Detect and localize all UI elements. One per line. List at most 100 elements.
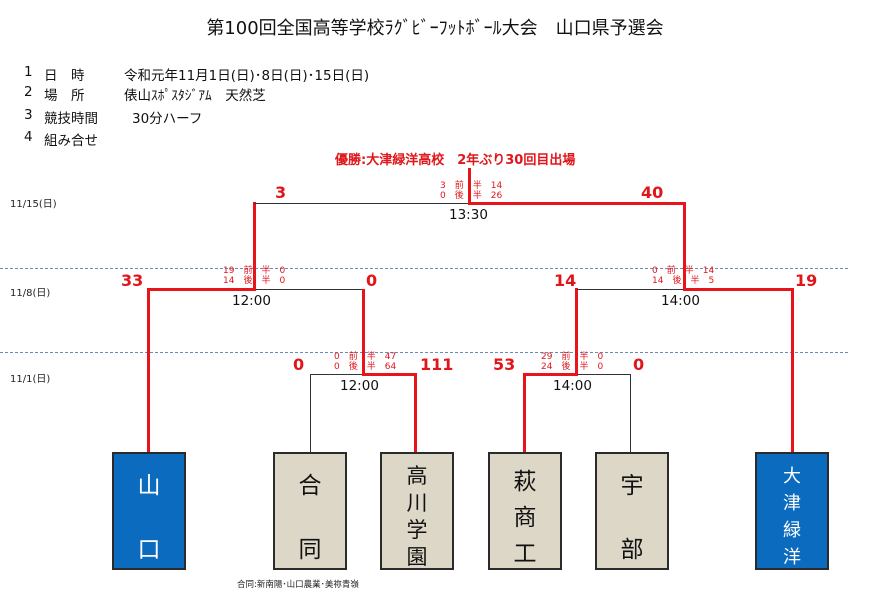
half-score: 3: [440, 181, 446, 191]
bracket-line-winner: [685, 288, 793, 291]
team-name-char: 津: [783, 493, 801, 514]
score-final-right: 40: [641, 183, 664, 202]
match-time-first-left: 12:00: [340, 378, 379, 394]
half-scores-first-left: 0 前 半 47 0 後 半 64: [334, 352, 396, 372]
score-first-right-b: 0: [633, 355, 645, 374]
half-score: 0: [440, 191, 446, 201]
team-box-yamaguchi: 山 口: [112, 452, 186, 570]
match-time-final: 13:30: [449, 207, 488, 223]
bracket-line-winner: [362, 373, 416, 376]
bracket-line: [254, 203, 470, 204]
team-name-char: 部: [620, 537, 644, 563]
bracket-line-winner: [575, 288, 578, 376]
bracket-line-winner: [523, 373, 577, 376]
score-semifinal-left-b: 0: [366, 271, 378, 290]
half-label: 後 半: [672, 276, 700, 286]
half-score: 0: [597, 362, 604, 372]
half-score: 29: [541, 352, 553, 362]
bracket-line-winner: [468, 168, 471, 205]
info-date-label: 日 時: [44, 68, 85, 84]
bracket-line-winner: [362, 289, 365, 376]
half-label: 前 半: [243, 266, 271, 276]
bracket-line: [577, 374, 630, 375]
half-score: 5: [708, 276, 715, 286]
team-name-char: 萩: [513, 469, 537, 495]
info-combo-number: 4: [24, 129, 33, 145]
round-separator: [0, 352, 848, 353]
bracket-line-winner: [414, 373, 417, 452]
half-label: 後 半: [454, 191, 482, 201]
half-scores-final: 3 前 半 14 0 後 半 26: [440, 181, 502, 201]
team-name-char: 大: [783, 466, 801, 487]
match-time-first-right: 14:00: [553, 378, 592, 394]
bracket-line-winner: [253, 202, 256, 291]
half-score: 0: [279, 266, 286, 276]
bracket-line: [577, 289, 685, 290]
team-name-char: 学: [406, 518, 428, 542]
bracket-line-winner: [147, 288, 254, 291]
info-date-number: 1: [24, 64, 33, 80]
half-label: 前 半: [454, 181, 482, 191]
info-combo-label: 組み合せ: [44, 133, 98, 149]
score-first-right-a: 53: [493, 355, 516, 374]
team-name-char: 合: [298, 473, 322, 499]
half-label: 後 半: [243, 276, 271, 286]
half-label: 前 半: [348, 352, 376, 362]
team-name-char: 口: [137, 537, 161, 563]
bracket-line-winner: [523, 373, 526, 452]
team-name-char: 高: [406, 464, 428, 488]
info-place-number: 2: [24, 84, 33, 100]
team-name-char: 商: [513, 505, 537, 531]
team-name-char: 川: [406, 491, 428, 515]
bracket-line: [254, 289, 364, 290]
match-time-semifinal-left: 12:00: [232, 293, 271, 309]
half-score: 0: [652, 266, 658, 276]
half-scores-first-right: 29 前 半 0 24 後 半 0: [541, 352, 603, 372]
info-time-number: 3: [24, 107, 33, 123]
round-date-first: 11/1(日): [10, 374, 51, 385]
score-semifinal-left-a: 33: [121, 271, 144, 290]
bracket-line-winner: [470, 202, 686, 205]
half-label: 前 半: [561, 352, 589, 362]
half-label: 後 半: [561, 362, 589, 372]
half-score: 14: [223, 276, 235, 286]
half-scores-semifinal-right: 0 前 半 14 14 後 半 5: [652, 266, 714, 286]
round-date-final: 11/15(日): [10, 199, 57, 210]
score-semifinal-right-a: 14: [554, 271, 577, 290]
half-score: 0: [597, 352, 604, 362]
bracket-line: [310, 374, 364, 375]
bracket-line: [310, 374, 311, 452]
joint-team-note: 合同:新南陽･山口農業･美祢青嶺: [237, 580, 359, 590]
score-semifinal-right-b: 19: [795, 271, 818, 290]
team-box-ube: 宇 部: [595, 452, 669, 570]
half-label: 前 半: [666, 266, 694, 276]
team-name-char: 同: [298, 537, 322, 563]
half-label: 後 半: [348, 362, 376, 372]
half-score: 19: [223, 266, 235, 276]
info-time-label: 競技時間: [44, 111, 98, 127]
half-score: 26: [490, 191, 503, 201]
team-name-char: 緑: [783, 520, 801, 541]
team-name-char: 園: [406, 545, 428, 569]
bracket-line-winner: [791, 288, 794, 452]
champion-label: 優勝:大津緑洋高校 2年ぶり30回目出場: [335, 153, 576, 168]
bracket-line: [630, 374, 631, 452]
half-score: 64: [384, 362, 397, 372]
round-date-semifinal: 11/8(日): [10, 288, 51, 299]
team-name-char: 洋: [783, 547, 801, 568]
half-score: 0: [334, 352, 340, 362]
team-box-takagawa-gakuen: 高 川 学 園: [380, 452, 454, 570]
team-box-joint: 合 同: [273, 452, 347, 570]
half-score: 14: [490, 181, 503, 191]
bracket-line-winner: [147, 288, 150, 452]
score-final-left: 3: [275, 183, 287, 202]
team-box-hagi-shoko: 萩 商 工: [488, 452, 562, 570]
team-name-char: 宇: [620, 473, 644, 499]
info-date-value: 令和元年11月1日(日)･8日(日)･15日(日): [124, 68, 370, 84]
half-score: 24: [541, 362, 553, 372]
info-time-value: 30分ハーフ: [132, 111, 203, 127]
half-score: 0: [334, 362, 340, 372]
bracket-line-winner: [683, 202, 686, 291]
half-score: 14: [652, 276, 664, 286]
score-first-left-b: 111: [420, 355, 454, 374]
